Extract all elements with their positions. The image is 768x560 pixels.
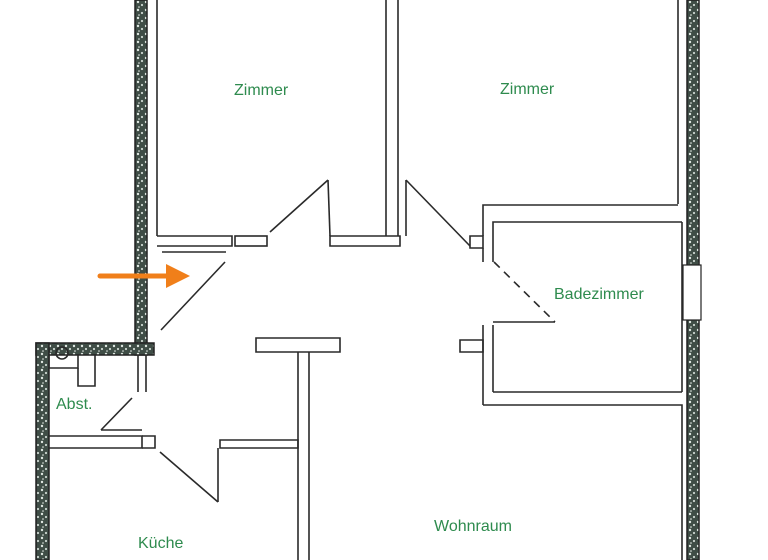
exterior-walls: [35, 0, 702, 560]
room-label-wohnraum: Wohnraum: [434, 518, 512, 535]
room-label-zimmer-right: Zimmer: [500, 81, 555, 98]
room-label-abstellraum: Abst.: [56, 396, 93, 413]
window-bathroom: [682, 264, 702, 321]
entrance-arrow-icon: [97, 264, 190, 288]
room-label-kueche: Küche: [138, 535, 184, 552]
exterior-wall-jog: [35, 342, 155, 356]
exterior-wall-left-upper: [134, 0, 148, 356]
room-label-zimmer-left: Zimmer: [234, 82, 289, 99]
room-label-badezimmer: Badezimmer: [554, 286, 644, 303]
exterior-wall-left-lower: [35, 342, 50, 560]
interior-walls: [48, 0, 683, 560]
